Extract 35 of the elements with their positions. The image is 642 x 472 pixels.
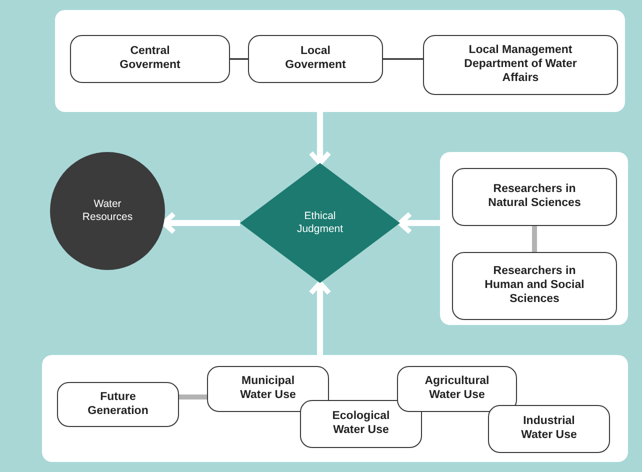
node-label: Water Resources — [81, 198, 134, 224]
node-label: Ecological Water Use — [331, 410, 391, 438]
arrow — [161, 212, 240, 234]
process-box — [423, 35, 618, 95]
process-box — [452, 252, 617, 320]
panel-background — [42, 355, 628, 462]
node-label: Agricultural Water Use — [424, 375, 490, 403]
resource-circle — [50, 152, 165, 270]
process-box — [70, 35, 230, 83]
arrow — [398, 212, 440, 234]
node-label: Local Management Department of Water Affairs — [463, 44, 578, 86]
node-label: Central Goverment — [118, 45, 182, 73]
connector-line — [230, 58, 248, 60]
node-label: Municipal Water Use — [239, 375, 297, 403]
arrow — [308, 112, 332, 166]
decision-diamond — [240, 163, 400, 283]
connector-line — [383, 58, 423, 60]
process-box — [57, 382, 179, 427]
process-box — [397, 366, 517, 412]
node-label: Researchers in Human and Social Sciences — [484, 265, 586, 307]
process-box — [248, 35, 383, 83]
node-label: Local Goverment — [284, 45, 347, 73]
connector-line — [532, 226, 537, 252]
process-box — [207, 366, 329, 412]
node-label: Researchers in Natural Sciences — [487, 183, 582, 211]
connector-line — [179, 394, 207, 400]
node-label: Industrial Water Use — [520, 415, 578, 443]
node-label: Ethical Judgment — [296, 210, 344, 236]
arrow — [308, 280, 332, 355]
panel-background — [440, 152, 628, 325]
process-box — [452, 168, 617, 226]
process-box — [300, 400, 422, 448]
process-box — [488, 405, 610, 453]
node-label: Future Generation — [86, 390, 150, 418]
panel-background — [55, 10, 625, 112]
